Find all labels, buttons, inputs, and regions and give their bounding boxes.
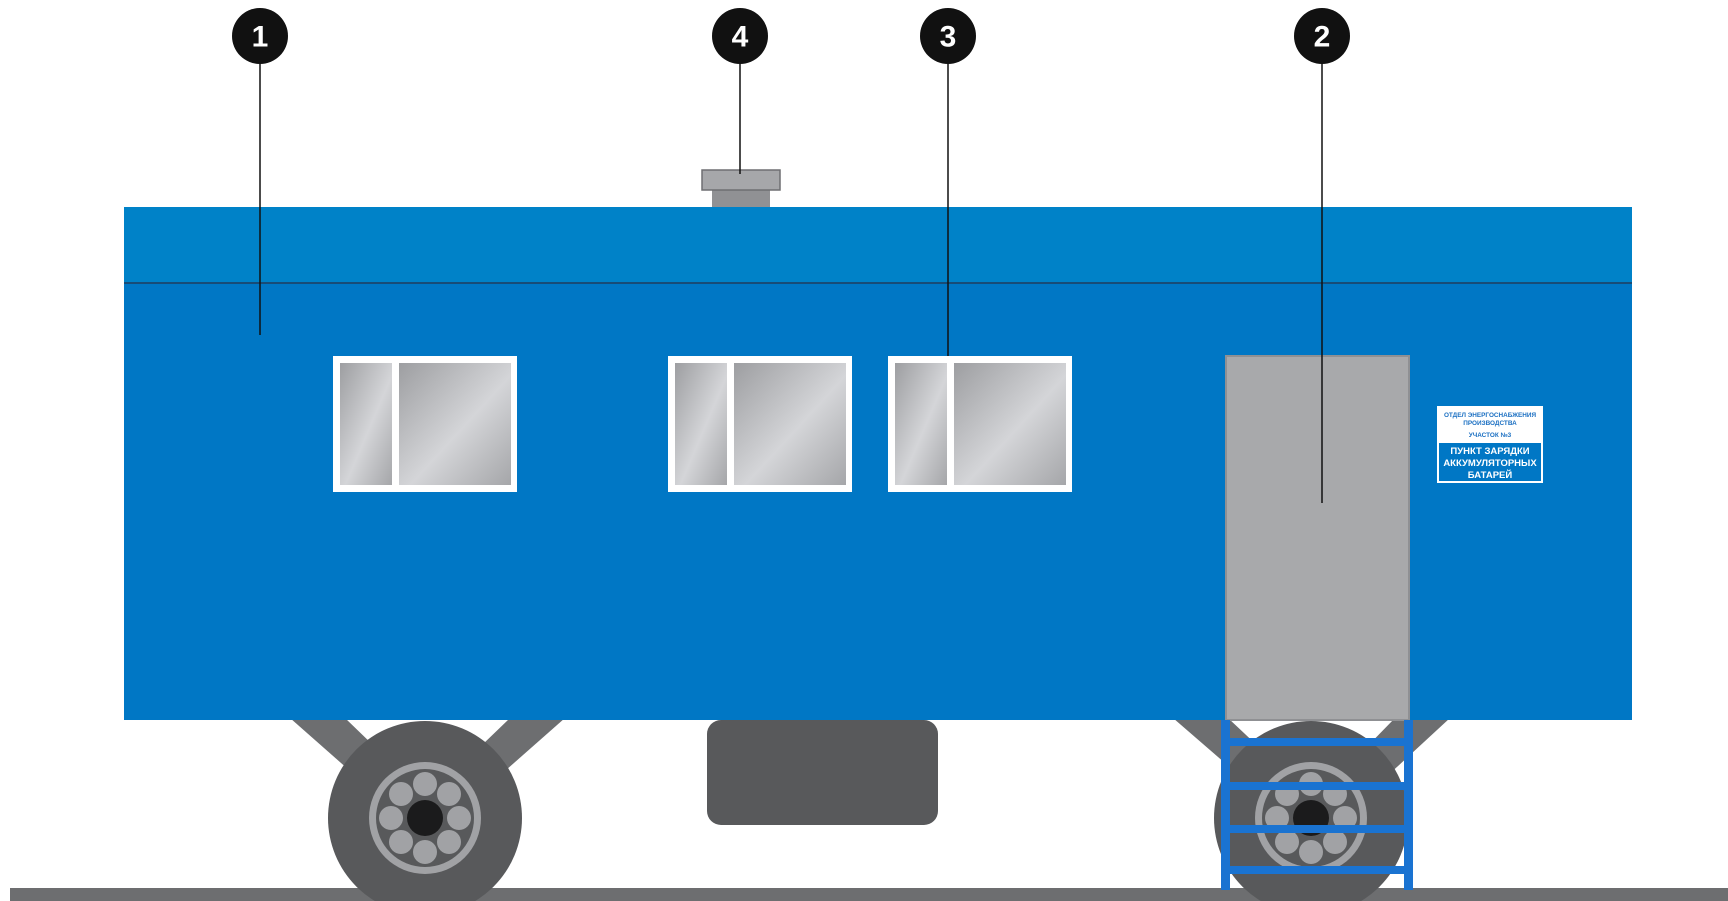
underbody-tank — [707, 720, 938, 825]
ground — [10, 888, 1728, 901]
callout-3-label: 3 — [940, 21, 957, 54]
sign-top-line-2: ПРОИЗВОДСТВА — [1463, 420, 1517, 427]
building-sign: ОТДЕЛ ЭНЕРГОСНАБЖЕНИЯ ПРОИЗВОДСТВА УЧАСТ… — [1437, 406, 1543, 483]
window-2 — [668, 356, 852, 492]
callout-4-label: 4 — [732, 21, 749, 54]
window-3 — [888, 356, 1072, 492]
chimney — [702, 170, 780, 210]
callout-3: 3 — [920, 8, 976, 64]
sign-bottom-line-3: БАТАРЕЙ — [1468, 469, 1513, 481]
sign-top-line-1: ОТДЕЛ ЭНЕРГОСНАБЖЕНИЯ — [1444, 412, 1537, 419]
callout-1-label: 1 — [252, 21, 269, 54]
trailer-roof — [124, 207, 1632, 283]
callout-1: 1 — [232, 8, 288, 64]
window-1 — [333, 356, 517, 492]
sign-bottom-line-1: ПУНКТ ЗАРЯДКИ — [1450, 446, 1529, 457]
sign-bottom-line-2: АККУМУЛЯТОРНЫХ — [1443, 458, 1537, 469]
sign-top-line-3: УЧАСТОК №3 — [1469, 432, 1512, 439]
callout-2: 2 — [1294, 8, 1350, 64]
callout-2-label: 2 — [1314, 21, 1331, 54]
door — [1226, 356, 1409, 720]
callout-4: 4 — [712, 8, 768, 64]
